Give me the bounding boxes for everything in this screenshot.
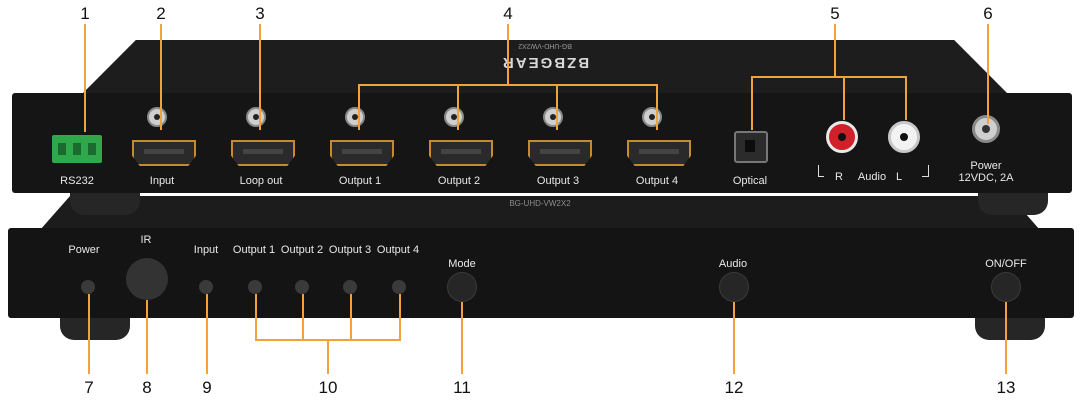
output2-led: [295, 280, 309, 294]
audio-label: Audio: [857, 171, 887, 183]
callout-number-6: 6: [983, 4, 993, 23]
callout-number-9: 9: [202, 378, 212, 397]
power-led: [81, 280, 95, 294]
callout-number-4: 4: [503, 4, 513, 23]
callout-number-3: 3: [255, 4, 265, 23]
dc-power-jack[interactable]: [972, 115, 1000, 143]
front-foot-left: [60, 318, 130, 340]
rca-left-jack[interactable]: [888, 121, 920, 153]
hdmi-output4-port[interactable]: [627, 140, 691, 166]
output4-led-label: Output 4: [376, 244, 420, 256]
onoff-button[interactable]: [991, 272, 1021, 302]
input-screw-icon: [147, 107, 167, 127]
callout-line-8: [146, 300, 148, 374]
rear-foot-right: [978, 193, 1048, 215]
callout-number-12: 12: [724, 378, 744, 397]
hdmi-input-label: Input: [149, 175, 175, 187]
rear-top-model-text: BG-UHD-VW2X2: [518, 42, 572, 49]
output4-screw-icon: [642, 107, 662, 127]
callout-number-11: 11: [453, 378, 471, 397]
hdmi-loop-out-port[interactable]: [231, 140, 295, 166]
front-unit-top-surface: BG-UHD-VW2X2: [40, 196, 1040, 230]
callout-number-5: 5: [830, 4, 840, 23]
front-panel: Power IR Input Output 1 Output 2 Output …: [8, 228, 1074, 318]
callout-line-11: [461, 302, 463, 374]
hdmi-output1-label: Output 1: [338, 175, 382, 187]
callout-number-8: 8: [142, 378, 152, 397]
output3-led: [343, 280, 357, 294]
callout-number-1: 1: [80, 4, 90, 23]
front-foot-right: [975, 318, 1045, 340]
output3-led-label: Output 3: [328, 244, 372, 256]
callout-line-3: [259, 24, 261, 130]
rear-unit-top-surface: BZBGEAR BG-UHD-VW2X2: [80, 40, 1010, 96]
callout-number-2: 2: [156, 4, 166, 23]
output1-led: [248, 280, 262, 294]
mode-button-label: Mode: [448, 258, 476, 270]
power-label: Power: [970, 160, 1002, 172]
hdmi-output1-port[interactable]: [330, 140, 394, 166]
callout-line-7: [88, 294, 90, 374]
callout-line-13: [1005, 302, 1007, 374]
output4-led: [392, 280, 406, 294]
mode-button[interactable]: [447, 272, 477, 302]
callout-line-9: [206, 294, 208, 374]
hdmi-output2-port[interactable]: [429, 140, 493, 166]
output2-screw-icon: [444, 107, 464, 127]
callout-line-2: [160, 24, 162, 130]
hdmi-output2-label: Output 2: [437, 175, 481, 187]
rs232-label: RS232: [60, 175, 94, 187]
callout-number-10: 10: [318, 378, 338, 397]
callout-line-5-stem: [834, 24, 836, 77]
output1-screw-icon: [345, 107, 365, 127]
front-top-model-text: BG-UHD-VW2X2: [509, 199, 571, 208]
audio-button-label: Audio: [718, 258, 748, 270]
callout-line-5-bar: [751, 76, 907, 78]
optical-port[interactable]: [734, 131, 768, 163]
ir-label: IR: [140, 234, 152, 246]
loop-out-screw-icon: [246, 107, 266, 127]
power-led-label: Power: [68, 244, 100, 256]
rca-right-label: R: [835, 171, 843, 183]
audio-button[interactable]: [719, 272, 749, 302]
rear-panel: RS232 Input Loop out Output 1 Output 2 O…: [12, 93, 1072, 193]
callout-line-6: [987, 24, 989, 124]
rca-left-label: L: [895, 171, 903, 183]
hdmi-input-port[interactable]: [132, 140, 196, 166]
brand-logo: BZBGEAR: [500, 54, 590, 71]
callout-number-13: 13: [996, 378, 1016, 397]
optical-label: Optical: [732, 175, 768, 187]
output2-led-label: Output 2: [280, 244, 324, 256]
input-led: [199, 280, 213, 294]
rs232-terminal[interactable]: [52, 135, 102, 163]
hdmi-output4-label: Output 4: [635, 175, 679, 187]
power-spec-label: 12VDC, 2A: [958, 172, 1014, 184]
callout-line-12: [733, 302, 735, 374]
onoff-button-label: ON/OFF: [985, 258, 1027, 270]
output3-screw-icon: [543, 107, 563, 127]
hdmi-loop-out-label: Loop out: [239, 175, 283, 187]
input-led-label: Input: [193, 244, 219, 256]
rear-foot-left: [70, 193, 140, 215]
rca-right-jack[interactable]: [826, 121, 858, 153]
ir-sensor: [126, 258, 168, 300]
callout-line-4-stem: [507, 24, 509, 85]
hdmi-output3-label: Output 3: [536, 175, 580, 187]
output1-led-label: Output 1: [232, 244, 276, 256]
callout-line-10-stem: [327, 339, 329, 374]
callout-line-1: [84, 24, 86, 132]
hdmi-output3-port[interactable]: [528, 140, 592, 166]
callout-line-4-bar: [358, 84, 658, 86]
callout-number-7: 7: [84, 378, 94, 397]
